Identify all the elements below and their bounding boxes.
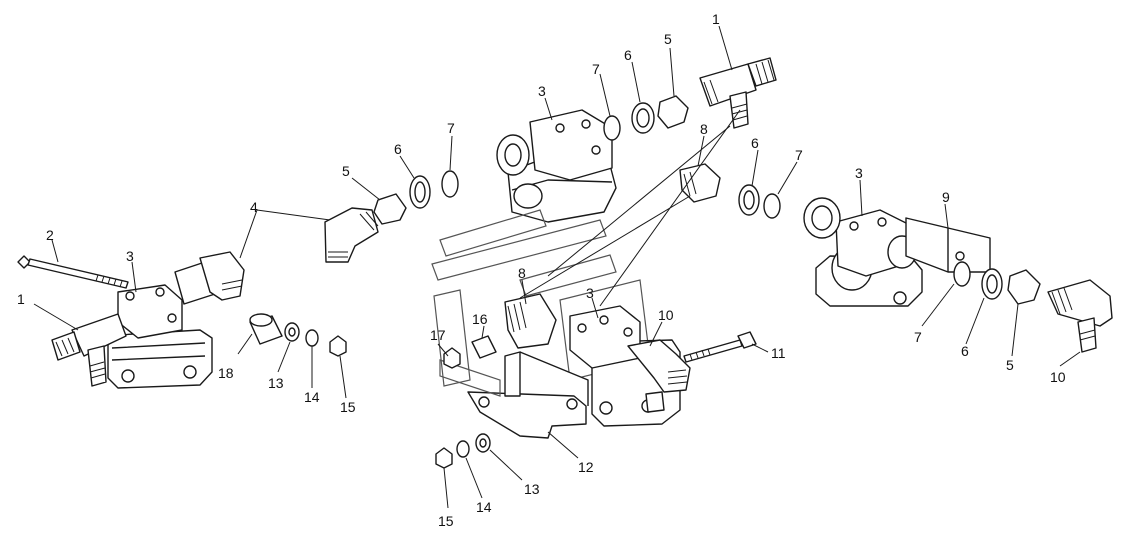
callout-6-top: 6 <box>624 47 632 63</box>
callout-7-left: 7 <box>447 120 455 136</box>
right-valve-assembly <box>803 197 1113 353</box>
callout-6-left: 6 <box>394 141 402 157</box>
callout-14-bottom: 14 <box>476 499 492 515</box>
callout-5-top: 5 <box>664 31 672 47</box>
callout-1-left: 1 <box>17 291 25 307</box>
callout-3-top: 3 <box>538 83 546 99</box>
callout-6-right: 6 <box>961 343 969 359</box>
callout-4: 4 <box>250 199 258 215</box>
callout-2: 2 <box>46 227 54 243</box>
callout-13-left: 13 <box>268 375 284 391</box>
callout-16: 16 <box>472 311 488 327</box>
callout-13-bottom: 13 <box>524 481 540 497</box>
left-valve-assembly <box>17 170 459 389</box>
callout-8-center: 8 <box>518 265 526 281</box>
callout-8-top: 8 <box>700 121 708 137</box>
top-valve-assembly <box>496 57 781 223</box>
callout-3-left: 3 <box>126 248 134 264</box>
callout-3-right: 3 <box>855 165 863 181</box>
callout-15-left: 15 <box>340 399 356 415</box>
callout-1-top: 1 <box>712 11 720 27</box>
callout-10-center: 10 <box>658 307 674 323</box>
callout-5-left: 5 <box>342 163 350 179</box>
callout-labels: 1 1 2 3 3 3 3 4 5 5 5 6 6 6 6 7 7 7 7 8 … <box>17 11 1066 529</box>
callout-18: 18 <box>218 365 234 381</box>
callout-11: 11 <box>771 345 786 361</box>
callout-17: 17 <box>430 327 446 343</box>
callout-7-mid: 7 <box>795 147 803 163</box>
callout-10-right: 10 <box>1050 369 1066 385</box>
callout-9: 9 <box>942 189 950 205</box>
callout-12: 12 <box>578 459 594 475</box>
leader-lines <box>33 25 1081 509</box>
callout-6-mid: 6 <box>751 135 759 151</box>
leader-4 <box>239 209 331 259</box>
center-valve-assembly <box>435 293 757 469</box>
callout-15-bottom: 15 <box>438 513 454 529</box>
callout-7-top: 7 <box>592 61 600 77</box>
callout-5-right: 5 <box>1006 357 1014 373</box>
callout-7-right: 7 <box>914 329 922 345</box>
callout-14-left: 14 <box>304 389 320 405</box>
callout-3-center: 3 <box>586 285 594 301</box>
